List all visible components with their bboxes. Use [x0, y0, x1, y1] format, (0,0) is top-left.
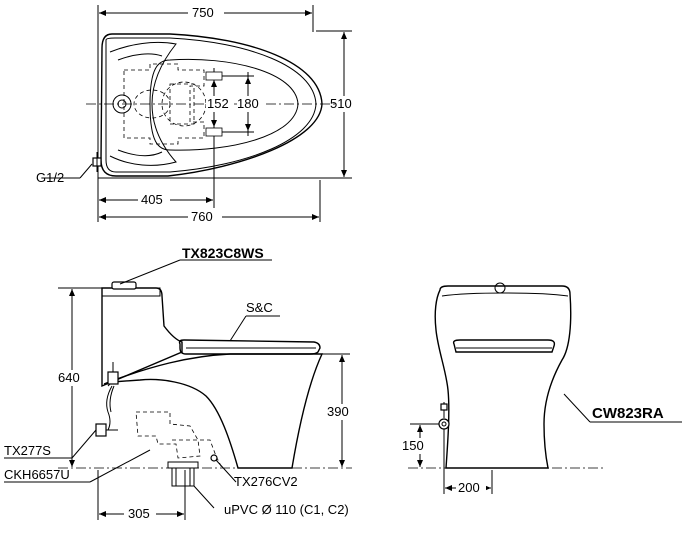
front-view: 150 200 CW823RA — [400, 282, 682, 495]
label-tx823c8ws: TX823C8WS — [182, 245, 264, 261]
label-g12: G1/2 — [36, 170, 64, 185]
dim-label-305: 305 — [128, 506, 150, 521]
label-seat: S&C — [246, 300, 273, 315]
dim-label-405: 405 — [141, 192, 163, 207]
side-angle-valve — [95, 362, 119, 437]
dim-label-200: 200 — [458, 480, 480, 495]
label-cw823ra: CW823RA — [592, 405, 664, 422]
dim-label-510: 510 — [330, 96, 352, 111]
label-tx277s: TX277S — [4, 443, 51, 458]
dim-label-180: 180 — [237, 96, 259, 111]
side-view: 640 390 305 — [4, 245, 356, 521]
front-body — [434, 285, 572, 469]
dim-label-150: 150 — [402, 438, 424, 453]
top-view: 750 510 405 760 — [36, 4, 360, 224]
front-flush-button — [494, 282, 506, 294]
side-tank — [101, 287, 183, 388]
dim-label-760: 760 — [191, 209, 213, 224]
side-bowl — [103, 353, 324, 469]
top-bowl-opening — [149, 58, 299, 151]
side-flush-button — [111, 281, 137, 290]
front-supply-valve — [438, 402, 450, 430]
top-supply-valve — [79, 152, 102, 179]
dim-label-152: 152 — [207, 96, 229, 111]
dim-label-750: 750 — [192, 5, 214, 20]
label-tx276cv2: TX276CV2 — [234, 474, 298, 489]
front-seat — [452, 339, 556, 353]
top-flush-button — [112, 94, 132, 114]
label-pipe: uPVC Ø 110 (C1, C2) — [224, 502, 349, 517]
side-seat — [178, 339, 321, 355]
label-ckh6657u: CKH6657U — [4, 467, 70, 482]
dim-label-640: 640 — [58, 370, 80, 385]
top-seat-outline — [105, 37, 317, 173]
side-drain — [167, 454, 218, 487]
dim-label-390: 390 — [327, 404, 349, 419]
top-outer-outline — [100, 33, 323, 177]
